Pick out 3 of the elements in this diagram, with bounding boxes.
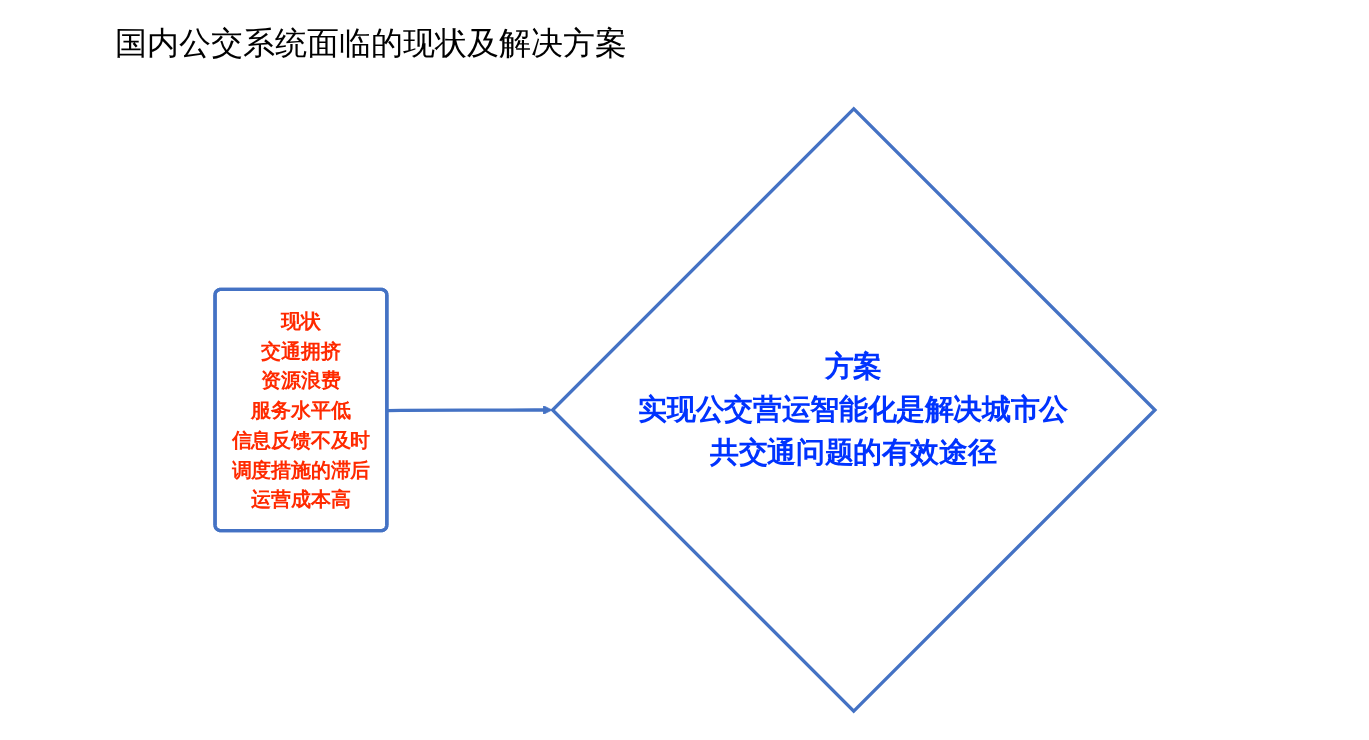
arrow — [387, 405, 553, 415]
page-title: 国内公交系统面临的现状及解决方案 — [115, 23, 627, 64]
node-diamond: 方案 实现公交营运智能化是解决城市公共交通问题的有效途径 — [550, 106, 1158, 714]
